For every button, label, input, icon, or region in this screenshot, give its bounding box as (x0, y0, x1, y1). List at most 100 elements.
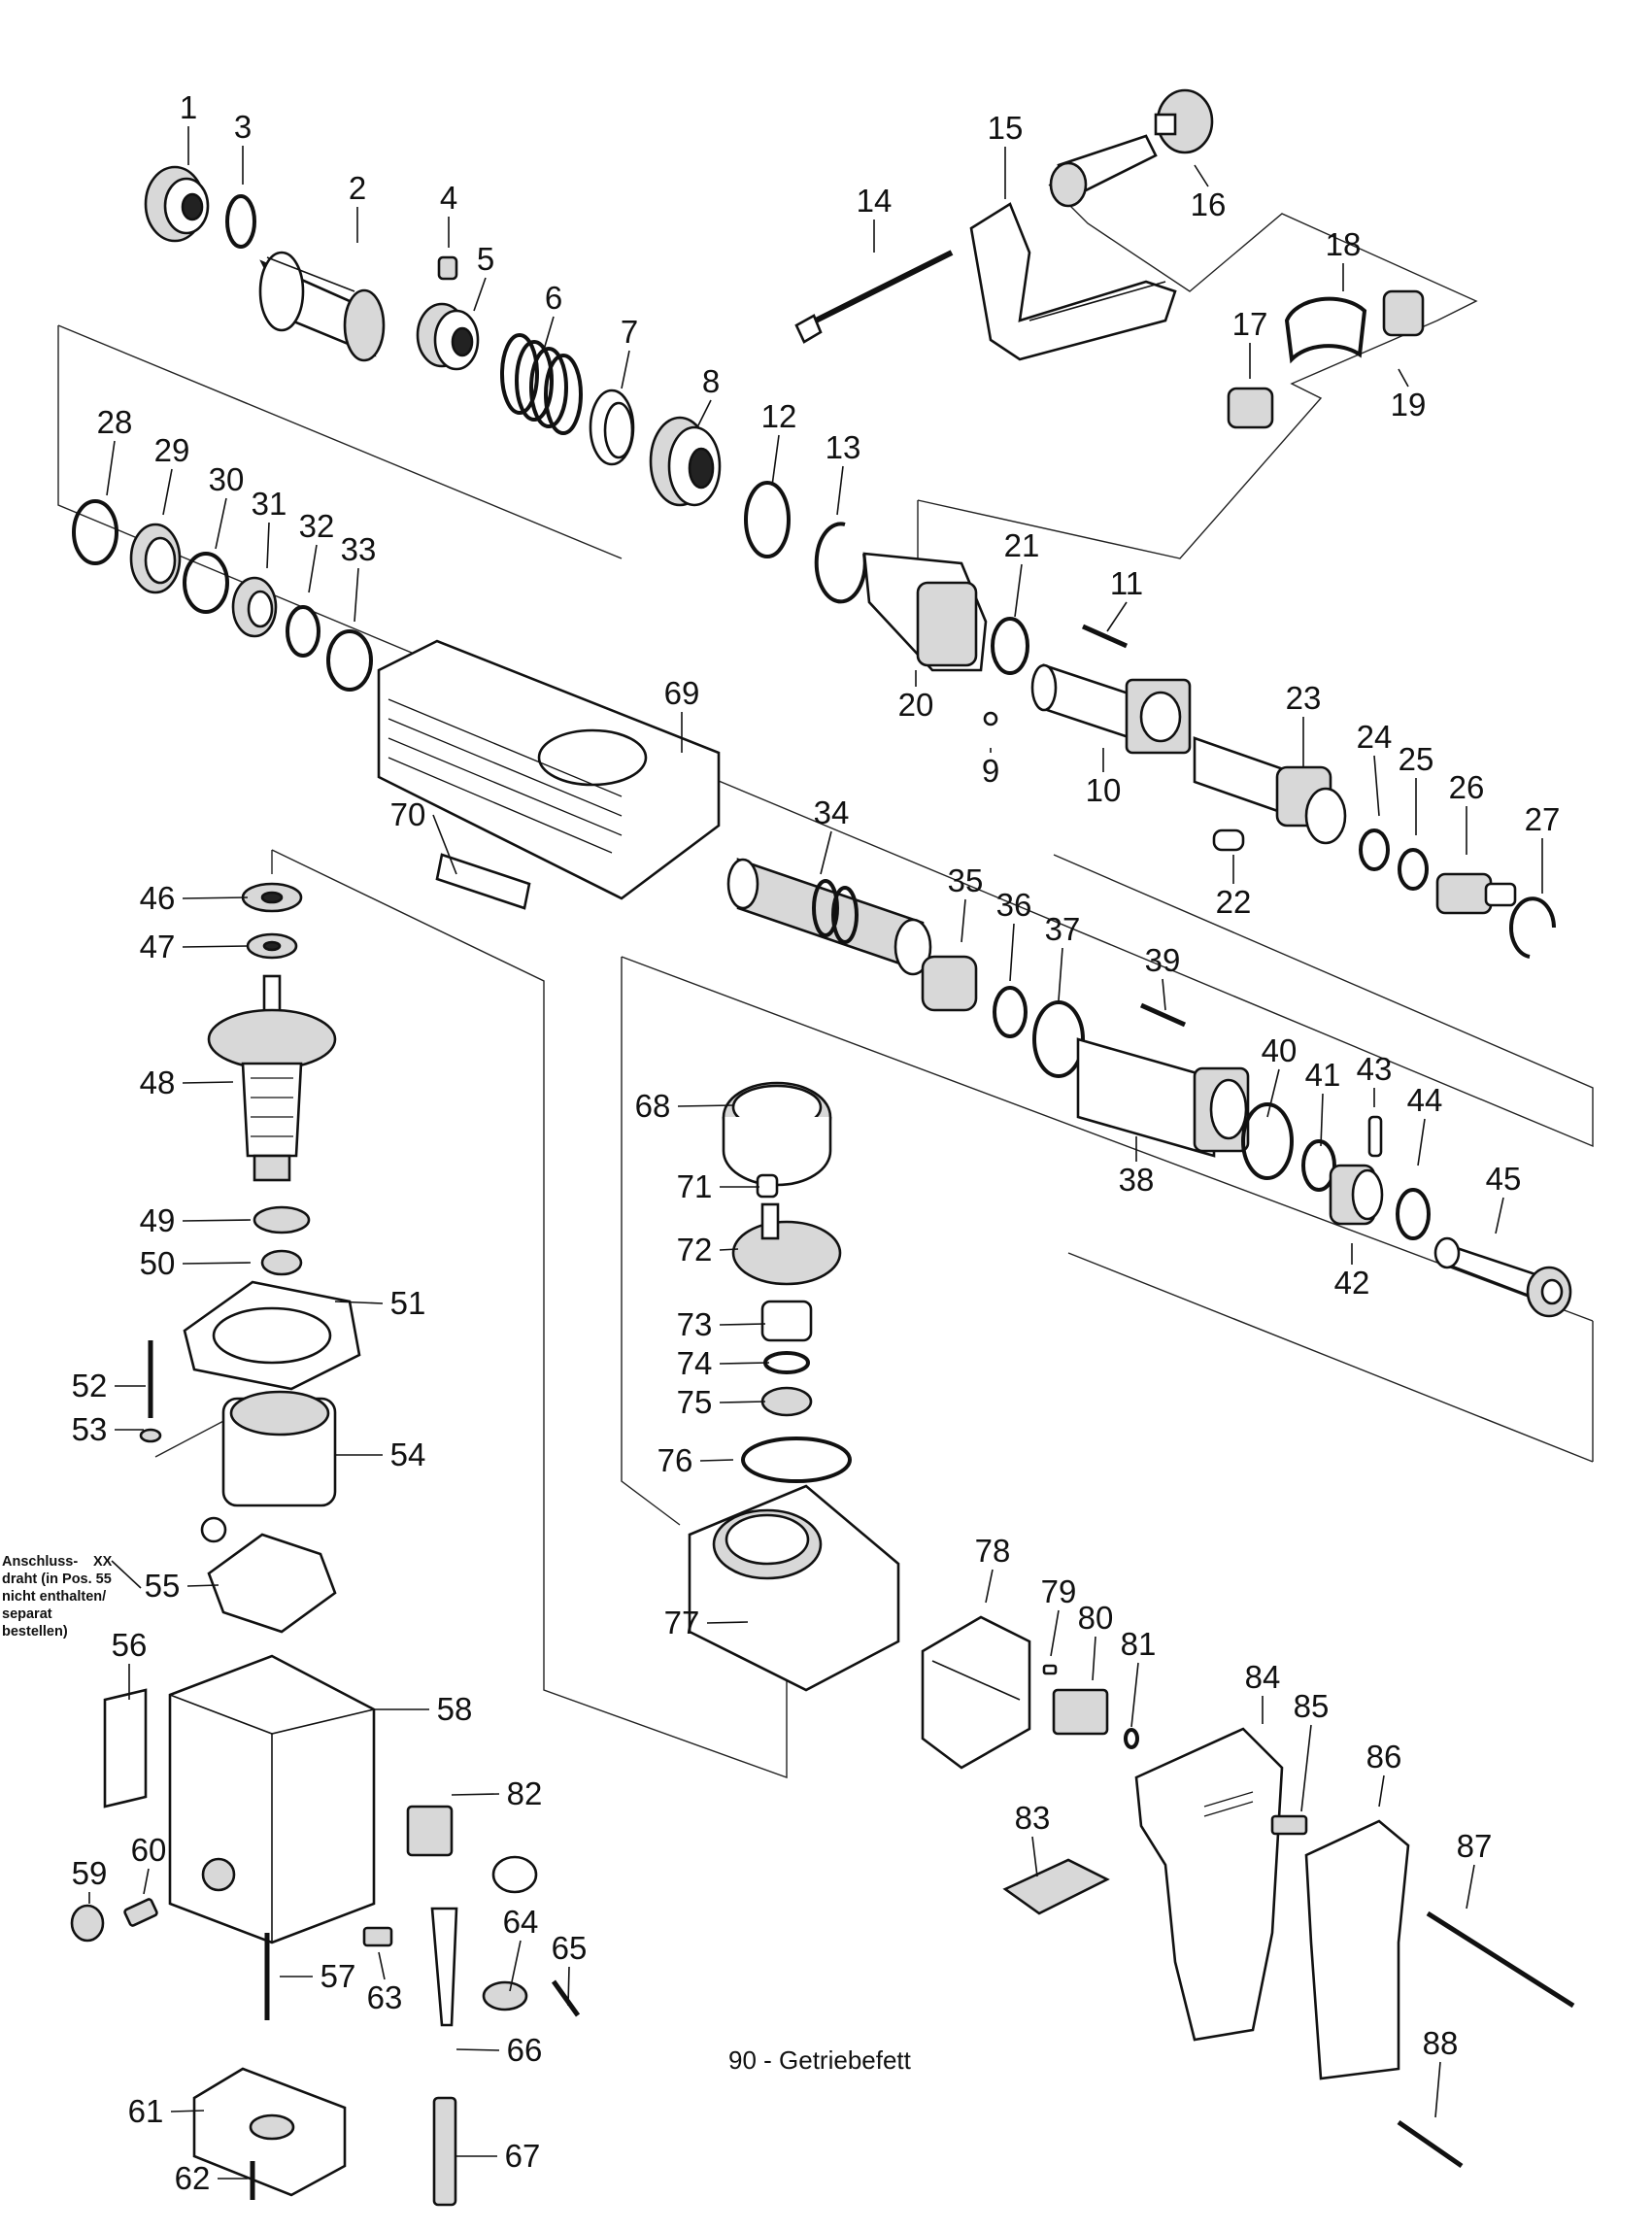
part-number-70: 70 (390, 796, 426, 832)
leader-line-64 (509, 1940, 522, 1992)
part-drawings (70, 88, 1575, 2207)
part-number-31: 31 (252, 486, 287, 522)
part-number-67: 67 (505, 2138, 541, 2174)
part-number-78: 78 (975, 1533, 1011, 1569)
part-number-45: 45 (1486, 1161, 1522, 1197)
part-number-7: 7 (621, 314, 638, 350)
part-number-74: 74 (677, 1345, 713, 1381)
part-number-51: 51 (390, 1285, 426, 1321)
part-78-drawing (921, 1615, 1031, 1770)
part-number-73: 73 (677, 1306, 713, 1342)
part-number-1: 1 (180, 89, 197, 125)
part-number-48: 48 (140, 1065, 176, 1100)
part-48-drawing (207, 974, 337, 1182)
part-42-drawing (1329, 1164, 1384, 1226)
leader-line-30 (215, 497, 227, 550)
part-number-5: 5 (477, 241, 494, 277)
part-23-drawing (1193, 736, 1347, 845)
part-number-11: 11 (1110, 565, 1143, 601)
part-number-72: 72 (677, 1232, 713, 1268)
part-number-52: 52 (72, 1368, 108, 1403)
wire-note-line-3: separat (2, 1606, 52, 1622)
leader-line-47 (182, 945, 249, 948)
wire-note-line-0: Anschluss- (2, 1554, 78, 1570)
part-number-80: 80 (1078, 1600, 1114, 1636)
part-number-82: 82 (507, 1775, 543, 1811)
leader-line-6 (543, 316, 555, 351)
part-20-drawing (862, 552, 988, 672)
part-number-76: 76 (657, 1442, 693, 1478)
wire-note-line-4: bestellen) (2, 1624, 68, 1639)
part-number-24: 24 (1357, 719, 1393, 755)
leader-line-32 (308, 544, 318, 593)
part-number-58: 58 (437, 1691, 473, 1727)
part-number-22: 22 (1216, 884, 1252, 920)
leader-line-46 (182, 896, 249, 899)
leader-line-39 (1162, 978, 1166, 1011)
part-55-drawing (200, 1516, 337, 1634)
leader-line-21 (1014, 563, 1023, 618)
part-number-20: 20 (898, 687, 934, 723)
part-number-12: 12 (761, 398, 797, 434)
leader-line-33 (354, 567, 359, 623)
part-number-9: 9 (982, 753, 999, 789)
part-number-8: 8 (702, 363, 720, 399)
part-number-33: 33 (341, 531, 377, 567)
part-number-35: 35 (948, 862, 984, 898)
part-number-53: 53 (72, 1411, 108, 1447)
leader-line-81 (1130, 1662, 1139, 1728)
part-number-17: 17 (1232, 306, 1268, 342)
leader-line-19 (1398, 368, 1409, 388)
part-number-32: 32 (299, 508, 335, 544)
part-2-drawing (258, 251, 386, 362)
part-16-drawing (1154, 88, 1214, 154)
leader-line-87 (1466, 1864, 1475, 1910)
part-number-3: 3 (234, 109, 252, 145)
leader-lines (88, 126, 1543, 2180)
part-69-drawing (377, 639, 721, 900)
part-number-26: 26 (1449, 769, 1485, 805)
leader-line-36 (1009, 923, 1015, 982)
part-68-drawing (722, 1081, 832, 1187)
part-number-62: 62 (175, 2160, 211, 2196)
part-77-drawing (688, 1484, 900, 1692)
part-number-86: 86 (1366, 1739, 1402, 1775)
part-number-labels: 1234567891011121314151617181920212223242… (72, 89, 1561, 2196)
part-number-13: 13 (826, 429, 861, 465)
part-number-57: 57 (320, 1958, 356, 1994)
leader-line-88 (1434, 2061, 1441, 2118)
part-number-10: 10 (1086, 772, 1122, 808)
part-number-2: 2 (349, 170, 366, 206)
leader-line-28 (106, 440, 116, 496)
part-number-64: 64 (503, 1904, 539, 1940)
part-number-61: 61 (128, 2093, 164, 2129)
part-number-37: 37 (1045, 911, 1081, 947)
leader-line-72 (719, 1248, 739, 1251)
wire-note-line-1: draht (in Pos. 55 (2, 1572, 112, 1587)
leader-line-31 (266, 522, 270, 569)
part-number-6: 6 (545, 280, 562, 316)
leader-line-37 (1058, 947, 1063, 1001)
part-number-29: 29 (154, 432, 190, 468)
part-number-19: 19 (1391, 387, 1427, 423)
group-frames (57, 184, 1594, 1778)
part-number-38: 38 (1119, 1162, 1155, 1198)
leader-line-65 (567, 1966, 570, 2007)
leader-line-83 (1031, 1836, 1038, 1877)
part-number-15: 15 (988, 110, 1024, 146)
part-number-71: 71 (677, 1168, 713, 1204)
leader-line-7 (621, 350, 630, 389)
part-number-21: 21 (1004, 527, 1040, 563)
leader-line-86 (1378, 1775, 1385, 1808)
leader-line-68 (677, 1104, 734, 1107)
part-number-27: 27 (1525, 801, 1561, 837)
part-number-79: 79 (1041, 1573, 1077, 1609)
wire-note: Anschluss- draht (in Pos. 55 nicht entha… (2, 1554, 142, 1639)
part-number-77: 77 (664, 1605, 700, 1640)
part-34-drawing (726, 858, 932, 976)
part-number-75: 75 (677, 1384, 713, 1420)
leader-line-45 (1495, 1197, 1504, 1234)
part-29-drawing (129, 523, 182, 594)
leader-line-48 (182, 1081, 234, 1084)
part-number-65: 65 (552, 1930, 588, 1966)
